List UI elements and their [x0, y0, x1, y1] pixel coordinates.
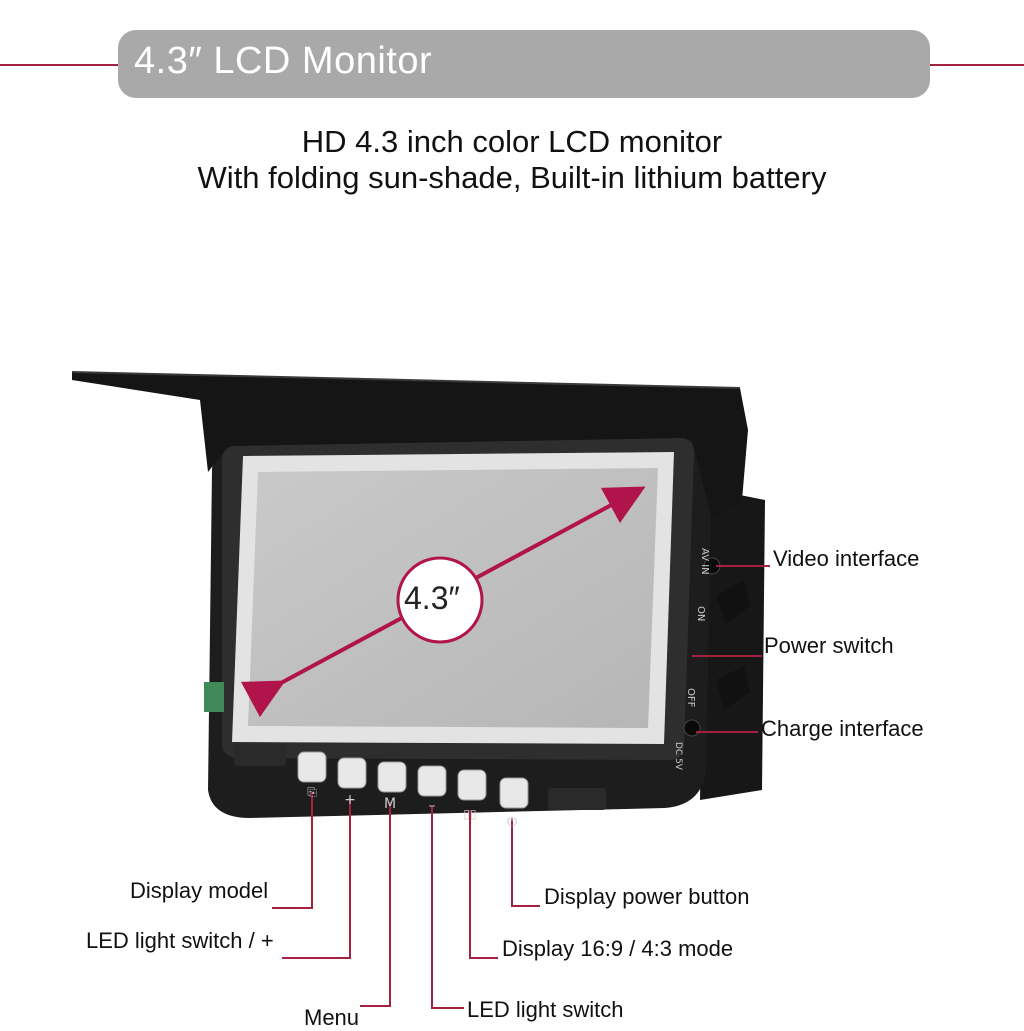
callout-display-power-button: Display power button	[544, 884, 750, 909]
av-in-label: AV IN	[699, 548, 710, 575]
on-label: ON	[695, 606, 706, 621]
svg-text:⎘: ⎘	[307, 785, 317, 799]
svg-text:–: –	[429, 798, 436, 814]
subtitle-line-1: HD 4.3 inch color LCD monitor	[301, 124, 723, 159]
callout-power-switch: Power switch	[764, 633, 894, 658]
header-title: 4.3″ LCD Monitor	[134, 40, 433, 82]
svg-text:M: M	[384, 796, 396, 812]
speaker-grille-left	[234, 744, 286, 766]
callout-video-interface: Video interface	[773, 546, 920, 571]
leader-menu	[360, 802, 391, 1007]
svg-text:▯▯: ▯▯	[463, 807, 476, 821]
dc-label: DC 5V	[673, 742, 683, 771]
callout-display-ratio-mode: Display 16:9 / 4:3 mode	[502, 936, 734, 961]
front-buttons	[297, 751, 529, 809]
svg-text:+: +	[344, 792, 356, 808]
callout-led-light-switch: LED light switch	[467, 997, 624, 1022]
leader-led-plus	[282, 798, 351, 959]
header-rule-right	[930, 64, 1024, 66]
leader-led-switch	[431, 806, 464, 1009]
power-switch-lever	[716, 580, 750, 624]
header-banner: 4.3″ LCD Monitor	[118, 30, 930, 98]
callout-menu: Menu	[304, 1005, 360, 1030]
leader-power-button	[511, 818, 540, 907]
charge-port	[683, 719, 701, 737]
leader-ratio-mode	[469, 810, 498, 959]
off-label: OFF	[685, 688, 696, 708]
callout-led-light-switch-plus: LED light switch / +	[86, 928, 274, 953]
callout-display-model: Display model	[130, 878, 269, 903]
svg-text:⏻: ⏻	[507, 815, 517, 830]
header-rule-left	[0, 64, 120, 66]
protective-film-tab	[204, 682, 224, 712]
size-badge	[396, 556, 484, 644]
screen-size-label: 4.3″	[404, 580, 460, 616]
leader-display-model	[272, 792, 313, 909]
speaker-grille-right	[548, 788, 606, 810]
subtitle-line-2: With folding sun-shade, Built-in lithium…	[197, 160, 827, 195]
callout-charge-interface: Charge interface	[761, 716, 924, 741]
